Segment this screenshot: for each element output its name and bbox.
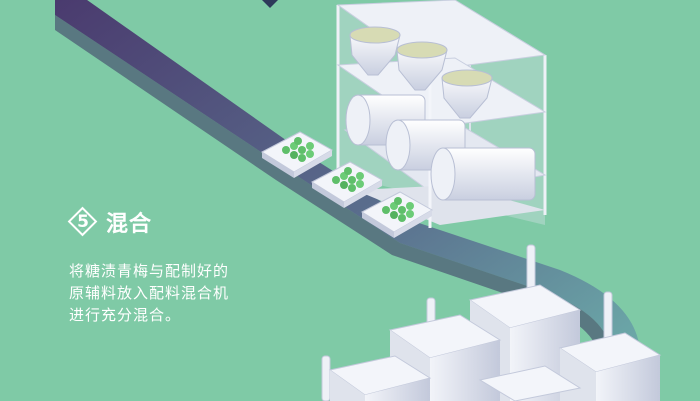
plum-tray	[360, 191, 434, 238]
step-number: 5	[77, 212, 89, 232]
description-line: 进行充分混合。	[69, 306, 182, 324]
cylinder-row	[345, 94, 536, 201]
mixer-machines	[321, 244, 662, 401]
diamond-badge-icon: 5	[67, 206, 98, 237]
plum-tray	[310, 161, 384, 208]
rack-machine	[336, 0, 547, 228]
description-line: 原辅料放入配料混合机	[69, 284, 230, 302]
partial-machine-corner	[262, 0, 278, 8]
step-description: 将糖渍青梅与配制好的 原辅料放入配料混合机 进行充分混合。	[69, 260, 284, 326]
step-title: 混合	[106, 212, 153, 237]
step-header: 5 混合	[67, 206, 153, 238]
hopper-row	[349, 26, 493, 119]
plum-tray	[260, 131, 334, 178]
description-line: 将糖渍青梅与配制好的	[69, 262, 230, 280]
